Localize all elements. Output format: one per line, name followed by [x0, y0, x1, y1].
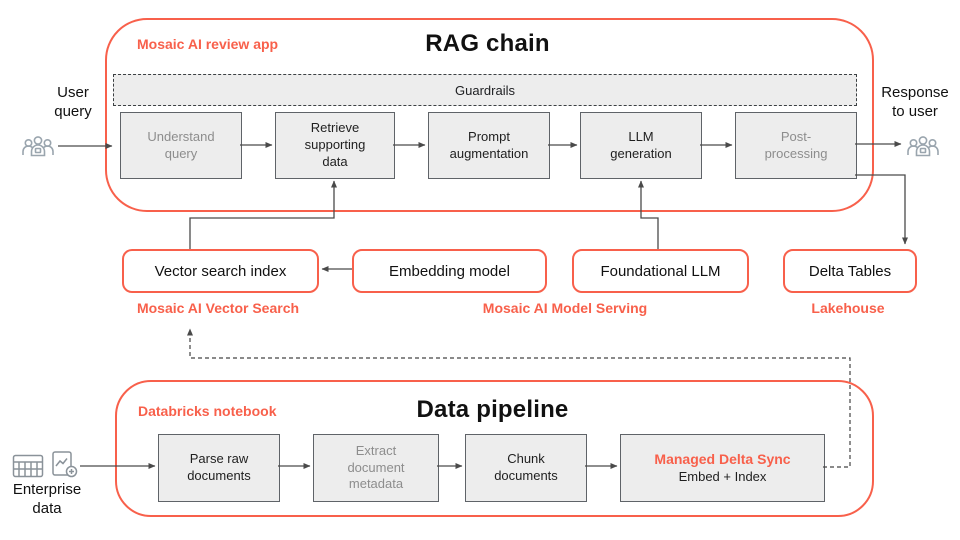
- caption-mosaic-ai-vector-search: Mosaic AI Vector Search: [136, 300, 300, 316]
- step-post-processing: Post- processing: [735, 112, 857, 179]
- caption-mosaic-ai-model-serving: Mosaic AI Model Serving: [482, 300, 648, 316]
- step-prompt-augmentation: Prompt augmentation: [428, 112, 550, 179]
- step-llm-generation: LLM generation: [580, 112, 702, 179]
- step-understand-query: Understand query: [120, 112, 242, 179]
- step-retrieve-supporting-data: Retrieve supporting data: [275, 112, 395, 179]
- service-foundational-llm: Foundational LLM: [572, 249, 749, 293]
- service-vector-search-index: Vector search index: [122, 249, 319, 293]
- rag-chain-container: [105, 18, 874, 212]
- document-chart-icon: [50, 450, 78, 483]
- step-managed-delta-sync: Managed Delta Sync Embed + Index: [620, 434, 825, 502]
- rag-chain-title: RAG chain: [425, 30, 550, 57]
- guardrails-box: Guardrails: [113, 74, 857, 106]
- user-group-icon: [20, 134, 56, 163]
- response-to-user-label: Response to user: [881, 84, 949, 120]
- service-delta-tables: Delta Tables: [783, 249, 917, 293]
- user-query-label: User query: [54, 84, 92, 120]
- caption-lakehouse: Lakehouse: [811, 300, 885, 316]
- embed-index-label: Embed + Index: [678, 468, 767, 484]
- step-extract-document-metadata: Extract document metadata: [313, 434, 439, 502]
- step-parse-raw-documents: Parse raw documents: [158, 434, 280, 502]
- response-user-group-icon: [905, 134, 941, 163]
- data-pipeline-title: Data pipeline: [416, 396, 569, 423]
- step-chunk-documents: Chunk documents: [465, 434, 587, 502]
- managed-delta-sync-label: Managed Delta Sync: [654, 451, 791, 468]
- rag-chain-tag: Mosaic AI review app: [137, 36, 279, 52]
- service-embedding-model: Embedding model: [352, 249, 547, 293]
- guardrails-label: Guardrails: [455, 82, 515, 98]
- table-data-icon: [12, 454, 44, 483]
- enterprise-data-label: Enterprise data: [12, 481, 82, 517]
